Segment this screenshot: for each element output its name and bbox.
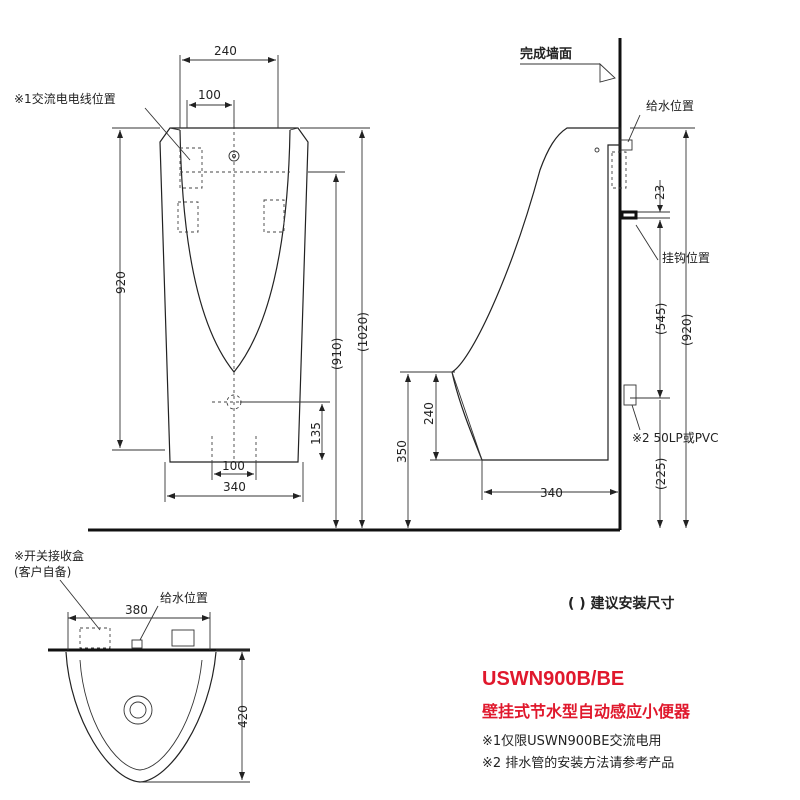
- wall-label: 完成墙面: [520, 46, 572, 62]
- product-note-2: ※2 排水管的安装方法请参考产品: [482, 756, 675, 771]
- side-dim-240: 240: [422, 402, 436, 425]
- front-dim-240: 240: [214, 44, 237, 58]
- product-name: 壁挂式节水型自动感应小便器: [482, 702, 691, 721]
- product-note-1: ※1仅限USWN900BE交流电用: [482, 734, 662, 749]
- side-dim-225: (225): [654, 458, 668, 490]
- side-dim-545: (545): [654, 303, 668, 335]
- side-dim-350: 350: [395, 440, 409, 463]
- side-dim-920: (920): [680, 314, 694, 346]
- legend-recommended-dimensions: ( ) 建议安装尺寸: [568, 596, 675, 612]
- top-water-supply-label: 给水位置: [160, 590, 208, 605]
- front-dim-135: 135: [309, 422, 323, 445]
- side-dim-340: 340: [540, 486, 563, 500]
- product-model: USWN900B/BE: [482, 668, 625, 690]
- urinal-side-outline: [451, 127, 621, 461]
- front-dim-1020: (1020): [356, 312, 370, 352]
- front-view: 240 100 ※1交流电电线位置 920 (910) (1020): [14, 44, 370, 528]
- side-water-supply-label: 给水位置: [646, 98, 694, 113]
- front-dim-340: 340: [223, 480, 246, 494]
- front-dim-920: 920: [114, 271, 128, 294]
- note-power-location: ※1交流电电线位置: [14, 91, 116, 106]
- side-view: 完成墙面 给水位置 23 挂钩位置 (545) (920) ※2 50LP或PV…: [395, 46, 719, 528]
- front-dim-100-top: 100: [198, 88, 221, 102]
- top-dim-380: 380: [125, 603, 148, 617]
- top-view: ※开关接收盒 (客户自备) 给水位置 380 420: [14, 548, 250, 783]
- drain-label: ※2 50LP或PVC: [632, 431, 719, 445]
- switch-box-sublabel: (客户自备): [14, 564, 71, 579]
- urinal-front-bowl: [179, 129, 291, 373]
- side-dim-23: 23: [653, 185, 667, 200]
- front-dim-910: (910): [330, 338, 344, 370]
- switch-box-label: ※开关接收盒: [14, 548, 84, 563]
- top-dim-420: 420: [236, 705, 250, 728]
- front-dim-100-bottom: 100: [222, 459, 245, 473]
